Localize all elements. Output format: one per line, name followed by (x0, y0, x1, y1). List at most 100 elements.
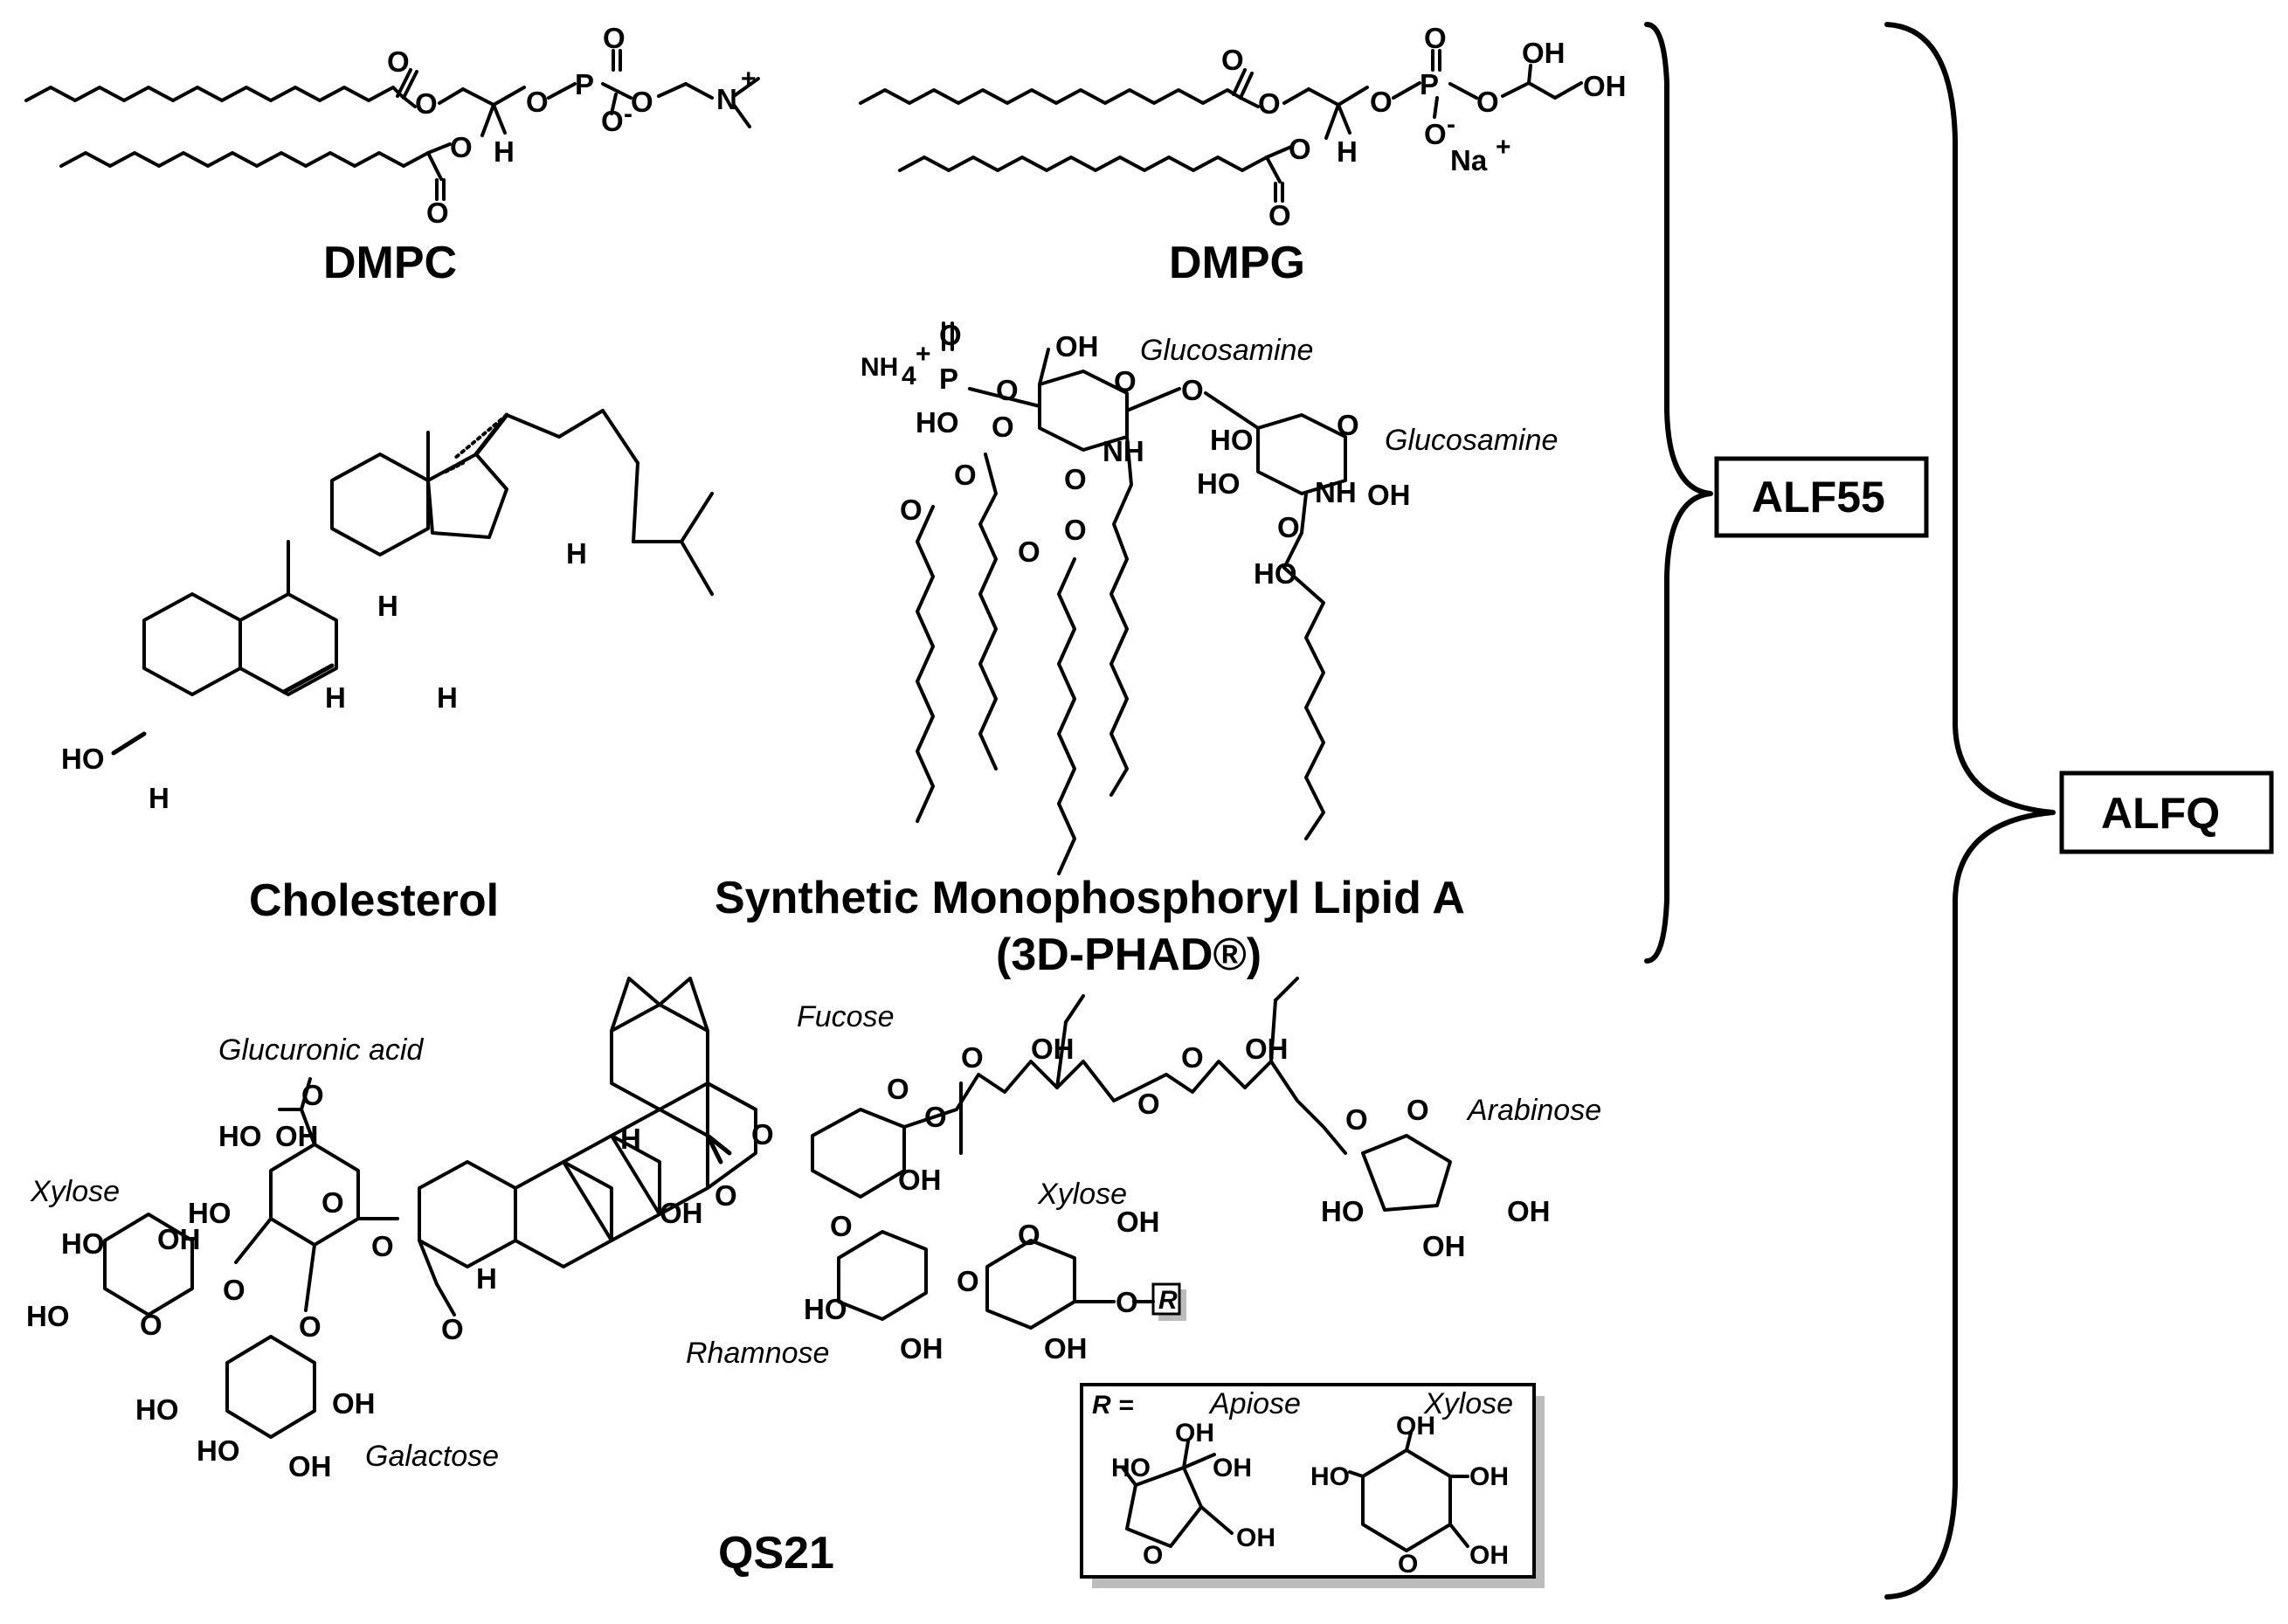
qs21-oh: OH (900, 1332, 944, 1365)
mpla-o: O (1018, 536, 1040, 568)
qs21-o: O (887, 1073, 909, 1105)
qs21-oh: OH (660, 1197, 703, 1229)
mpla-ho: HO (1210, 424, 1254, 456)
xylose-box-label: Xylose (1423, 1387, 1513, 1420)
dmpg-oh: OH (1522, 37, 1566, 69)
xylose-label-mid: Xylose (1037, 1178, 1127, 1211)
mpla-o: O (992, 411, 1014, 443)
dmpc-o: O (631, 86, 653, 118)
qs21-o: O (830, 1210, 853, 1242)
r-group-definition-box: R = Apiose Xylose HO OH OH OH O HO OH OH… (1080, 1383, 1545, 1588)
dmpc-o: O (387, 45, 410, 78)
xylose-box-oh: OH (1469, 1541, 1509, 1570)
qs21-o: O (441, 1313, 464, 1345)
rhamnose-label: Rhamnose (686, 1337, 829, 1370)
dmpg-p: P (1420, 68, 1439, 100)
mpla-plus: + (916, 340, 931, 369)
apiose-ho: HO (1111, 1454, 1151, 1482)
apiose-label: Apiose (1208, 1387, 1301, 1420)
qs21-h: H (476, 1262, 497, 1295)
apiose-o: O (1143, 1541, 1163, 1570)
qs21-o: O (1181, 1041, 1204, 1074)
xylose-box-oh: OH (1396, 1412, 1435, 1441)
qs21-structure: HO OH O HO O O HO OH HO O O O HO OH HO O… (26, 977, 1551, 1482)
qs21-oh: OH (1116, 1206, 1160, 1238)
dmpg-structure: O O O P O O O - Na + OH OH O H O (859, 22, 1627, 232)
alfq-group: ALFQ (2059, 771, 2274, 854)
dmpg-o: O (1221, 44, 1244, 76)
qs21-o: O (299, 1310, 321, 1343)
qs21-oh: OH (1507, 1195, 1551, 1227)
cholesterol-structure: HO H H H H H (61, 409, 714, 814)
chol-h: H (325, 681, 346, 714)
dmpg-o: O (1476, 86, 1499, 118)
qs21-o: O (371, 1230, 394, 1262)
dmpg-na: Na (1450, 144, 1488, 176)
qs21-o: O (957, 1265, 979, 1297)
mpla-o: O (1114, 365, 1137, 397)
qs21-oh: OH (1031, 1033, 1075, 1065)
qs21-o: O (1137, 1088, 1160, 1120)
mpla-nh4: NH (861, 353, 898, 382)
qs21-oh: OH (1044, 1332, 1088, 1365)
dmpg-plus: + (1496, 133, 1511, 162)
dmpc-o: O (526, 86, 549, 118)
mpla-four: 4 (902, 362, 916, 390)
chol-h: H (377, 590, 398, 622)
dmpg-minus: - (1447, 110, 1455, 139)
mpla-o: O (900, 494, 923, 526)
mpla-nh: NH (1103, 435, 1144, 467)
mpla-o: O (1181, 374, 1204, 406)
qs21-oh: OH (1245, 1033, 1289, 1065)
glucuronic-acid-label: Glucuronic acid (218, 1033, 424, 1067)
qs21-oh: OH (275, 1120, 319, 1152)
qs21-r: R (1158, 1286, 1178, 1315)
qs21-o: O (301, 1079, 324, 1111)
qs21-ho: HO (1321, 1195, 1365, 1227)
dmpc-o: O (415, 87, 438, 120)
alf55-box (1714, 456, 1929, 538)
xylose-box-oh: OH (1469, 1462, 1509, 1491)
apiose-oh: OH (1175, 1419, 1214, 1448)
qs21-o: O (140, 1309, 162, 1341)
dmpg-o: O (1289, 133, 1311, 165)
qs21-o: O (924, 1101, 947, 1133)
qs21-ho: HO (197, 1434, 240, 1467)
chol-h: H (566, 537, 587, 570)
qs21-ho: HO (135, 1393, 179, 1426)
dmpc-n: N (716, 83, 737, 115)
dmpg-o: O (1258, 87, 1281, 120)
mpla-oh: OH (1055, 330, 1099, 363)
mpla-p: P (939, 363, 958, 395)
dmpc-label: DMPC (323, 238, 457, 288)
mpla-o: O (1337, 409, 1359, 441)
mpla-label-line1: Synthetic Monophosphoryl Lipid A (715, 873, 1465, 923)
apiose-oh: OH (1236, 1524, 1275, 1552)
mpla-ho: HO (1197, 467, 1241, 500)
r-equals-label: R = (1092, 1391, 1134, 1420)
dmpc-p: P (575, 68, 594, 100)
xylose-label-left: Xylose (30, 1175, 120, 1208)
apiose-oh: OH (1213, 1454, 1252, 1482)
dmpc-o: O (603, 22, 626, 54)
dmpc-plus: + (741, 65, 757, 93)
xylose-box-ho: HO (1310, 1462, 1350, 1491)
qs21-h: H (620, 1123, 641, 1155)
qs21-o: O (223, 1274, 245, 1306)
dmpc-structure: O O O P O O O - N + O H O (24, 22, 760, 229)
dmpg-label: DMPG (1169, 238, 1305, 288)
glucosamine-label-2: Glucosamine (1385, 424, 1558, 457)
qs21-o: O (715, 1179, 737, 1212)
dmpg-o: O (1268, 199, 1291, 232)
mpla-nh: NH (1315, 476, 1357, 508)
mpla-label-line2: (3D-PHAD®) (996, 929, 1262, 980)
mpla-o: O (1064, 514, 1087, 546)
qs21-oh: OH (898, 1164, 942, 1196)
qs21-ho: HO (26, 1300, 70, 1332)
alfq-box (2059, 771, 2274, 854)
qs21-o: O (1018, 1219, 1040, 1251)
dmpc-o: O (450, 131, 473, 163)
mpla-o: O (1064, 463, 1087, 495)
